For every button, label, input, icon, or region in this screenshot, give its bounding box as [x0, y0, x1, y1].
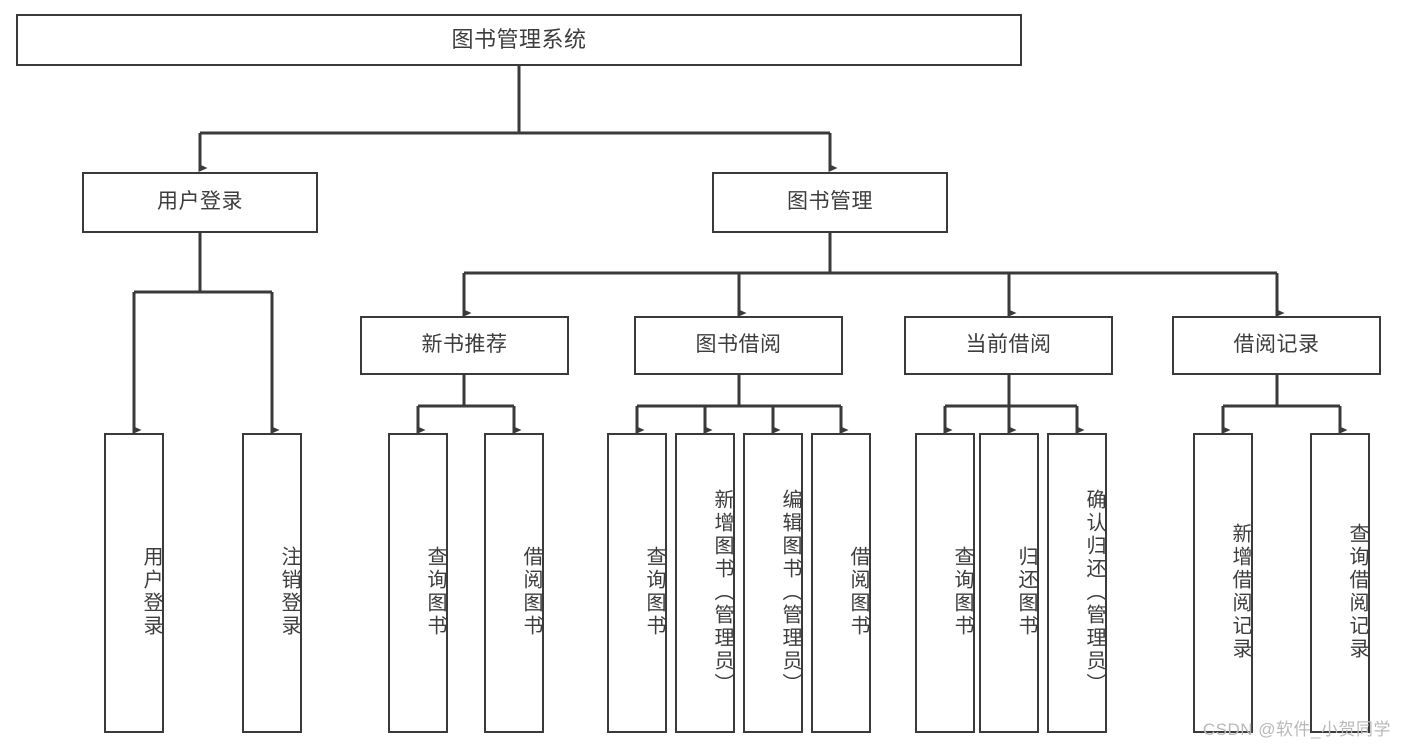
node-label: 用户登录	[140, 546, 162, 638]
leaf-user-login[interactable]: 用户登录	[104, 433, 164, 733]
leaf-borrow-edit-book-admin[interactable]: 编辑图书（管理员）	[743, 433, 803, 733]
leaf-borrow-borrow-book[interactable]: 借阅图书	[811, 433, 871, 733]
leaf-recommend-query-book[interactable]: 查询图书	[388, 433, 448, 733]
leaf-current-confirm-return-admin[interactable]: 确认归还（管理员）	[1047, 433, 1107, 733]
node-label: 图书管理系统	[451, 27, 587, 53]
node-label: 图书管理	[787, 190, 873, 214]
node-root-system[interactable]: 图书管理系统	[16, 14, 1022, 66]
leaf-borrow-query-book[interactable]: 查询图书	[607, 433, 667, 733]
node-label: 查询图书	[424, 546, 446, 638]
node-label: 图书借阅	[695, 333, 782, 357]
node-label: 借阅记录	[1233, 333, 1320, 357]
node-label: 当前借阅	[965, 333, 1052, 357]
node-label: 新增借阅记录	[1229, 523, 1251, 661]
node-current-borrow[interactable]: 当前借阅	[904, 316, 1113, 375]
node-book-borrow[interactable]: 图书借阅	[634, 316, 843, 375]
node-label: 查询借阅记录	[1346, 523, 1368, 661]
leaf-record-query-record[interactable]: 查询借阅记录	[1310, 433, 1370, 733]
node-borrow-record[interactable]: 借阅记录	[1172, 316, 1381, 375]
node-label: 查询图书	[643, 546, 665, 638]
node-label: 编辑图书（管理员）	[779, 488, 801, 696]
node-book-management[interactable]: 图书管理	[712, 172, 948, 233]
csdn-watermark: CSDN @软件_小贺同学	[1202, 720, 1391, 739]
node-label: 新增图书（管理员）	[711, 488, 733, 696]
node-label: 借阅图书	[520, 546, 542, 638]
node-new-book-recommend[interactable]: 新书推荐	[360, 316, 569, 375]
node-label: 新书推荐	[421, 333, 508, 357]
node-user-login[interactable]: 用户登录	[82, 172, 318, 233]
leaf-current-query-book[interactable]: 查询图书	[915, 433, 975, 733]
node-label: 用户登录	[157, 190, 243, 214]
leaf-record-add-record[interactable]: 新增借阅记录	[1193, 433, 1253, 733]
node-label: 借阅图书	[847, 546, 869, 638]
node-label: 归还图书	[1015, 546, 1037, 638]
leaf-current-return-book[interactable]: 归还图书	[979, 433, 1039, 733]
node-label: 注销登录	[278, 546, 300, 638]
node-label: 查询图书	[951, 546, 973, 638]
leaf-user-logout[interactable]: 注销登录	[242, 433, 302, 733]
node-label: 确认归还（管理员）	[1083, 488, 1105, 696]
leaf-recommend-borrow-book[interactable]: 借阅图书	[484, 433, 544, 733]
leaf-borrow-add-book-admin[interactable]: 新增图书（管理员）	[675, 433, 735, 733]
